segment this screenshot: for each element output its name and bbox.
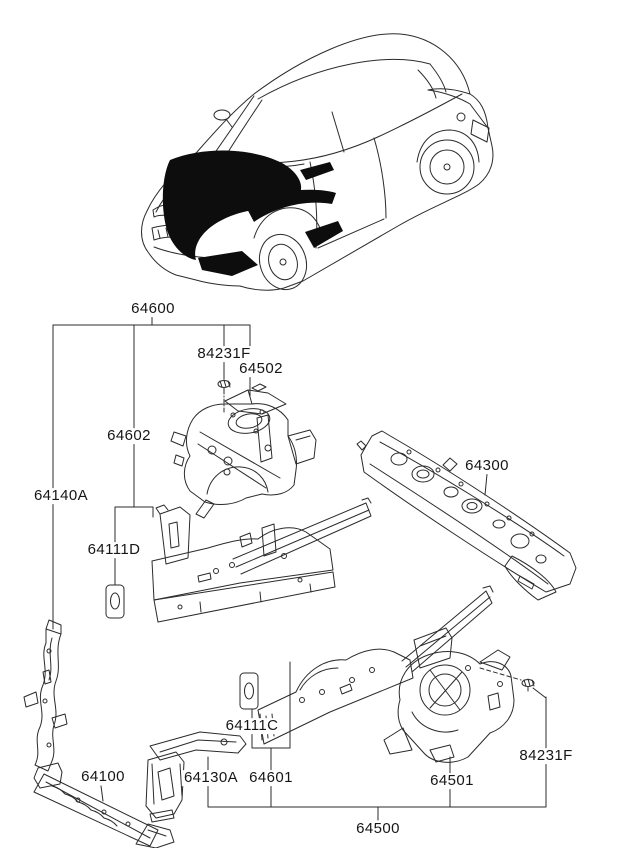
screw-icon: [217, 379, 231, 394]
part-label-84231f-top[interactable]: 84231F: [195, 345, 253, 363]
part-label-64501[interactable]: 64501: [428, 772, 476, 790]
callout-leader-lines: [52, 316, 547, 821]
part-label-64100[interactable]: 64100: [79, 768, 127, 786]
part-front-side-member-right: [239, 585, 494, 745]
part-front-side-member-left: [105, 497, 372, 623]
part-fender-apron-assembly: [170, 383, 317, 519]
part-label-64600[interactable]: 64600: [129, 300, 177, 318]
part-label-64140a[interactable]: 64140A: [31, 487, 91, 505]
screw-icon: [521, 678, 535, 692]
vehicle-overview-illustration: [141, 33, 494, 291]
part-label-84231f-bottom[interactable]: 84231F: [517, 747, 575, 765]
part-label-64602[interactable]: 64602: [105, 427, 153, 445]
part-plate-64111c: [239, 672, 259, 710]
part-radiator-support-side: [23, 619, 68, 772]
part-label-64500[interactable]: 64500: [354, 820, 402, 838]
part-dash-panel: [356, 430, 577, 601]
part-label-64130a[interactable]: 64130A: [181, 769, 241, 787]
part-label-64300[interactable]: 64300: [463, 457, 511, 475]
fastener-symbols: [217, 379, 535, 692]
part-label-64111d[interactable]: 64111D: [85, 541, 143, 559]
part-radiator-support-stay: [145, 731, 247, 823]
part-label-64111c[interactable]: 64111C: [223, 717, 281, 735]
part-label-64502[interactable]: 64502: [237, 360, 285, 378]
part-plate-64111d: [105, 584, 125, 619]
part-radiator-support-lower: [33, 762, 175, 848]
part-fender-apron-rh: [383, 649, 515, 763]
part-label-64601[interactable]: 64601: [247, 769, 295, 787]
